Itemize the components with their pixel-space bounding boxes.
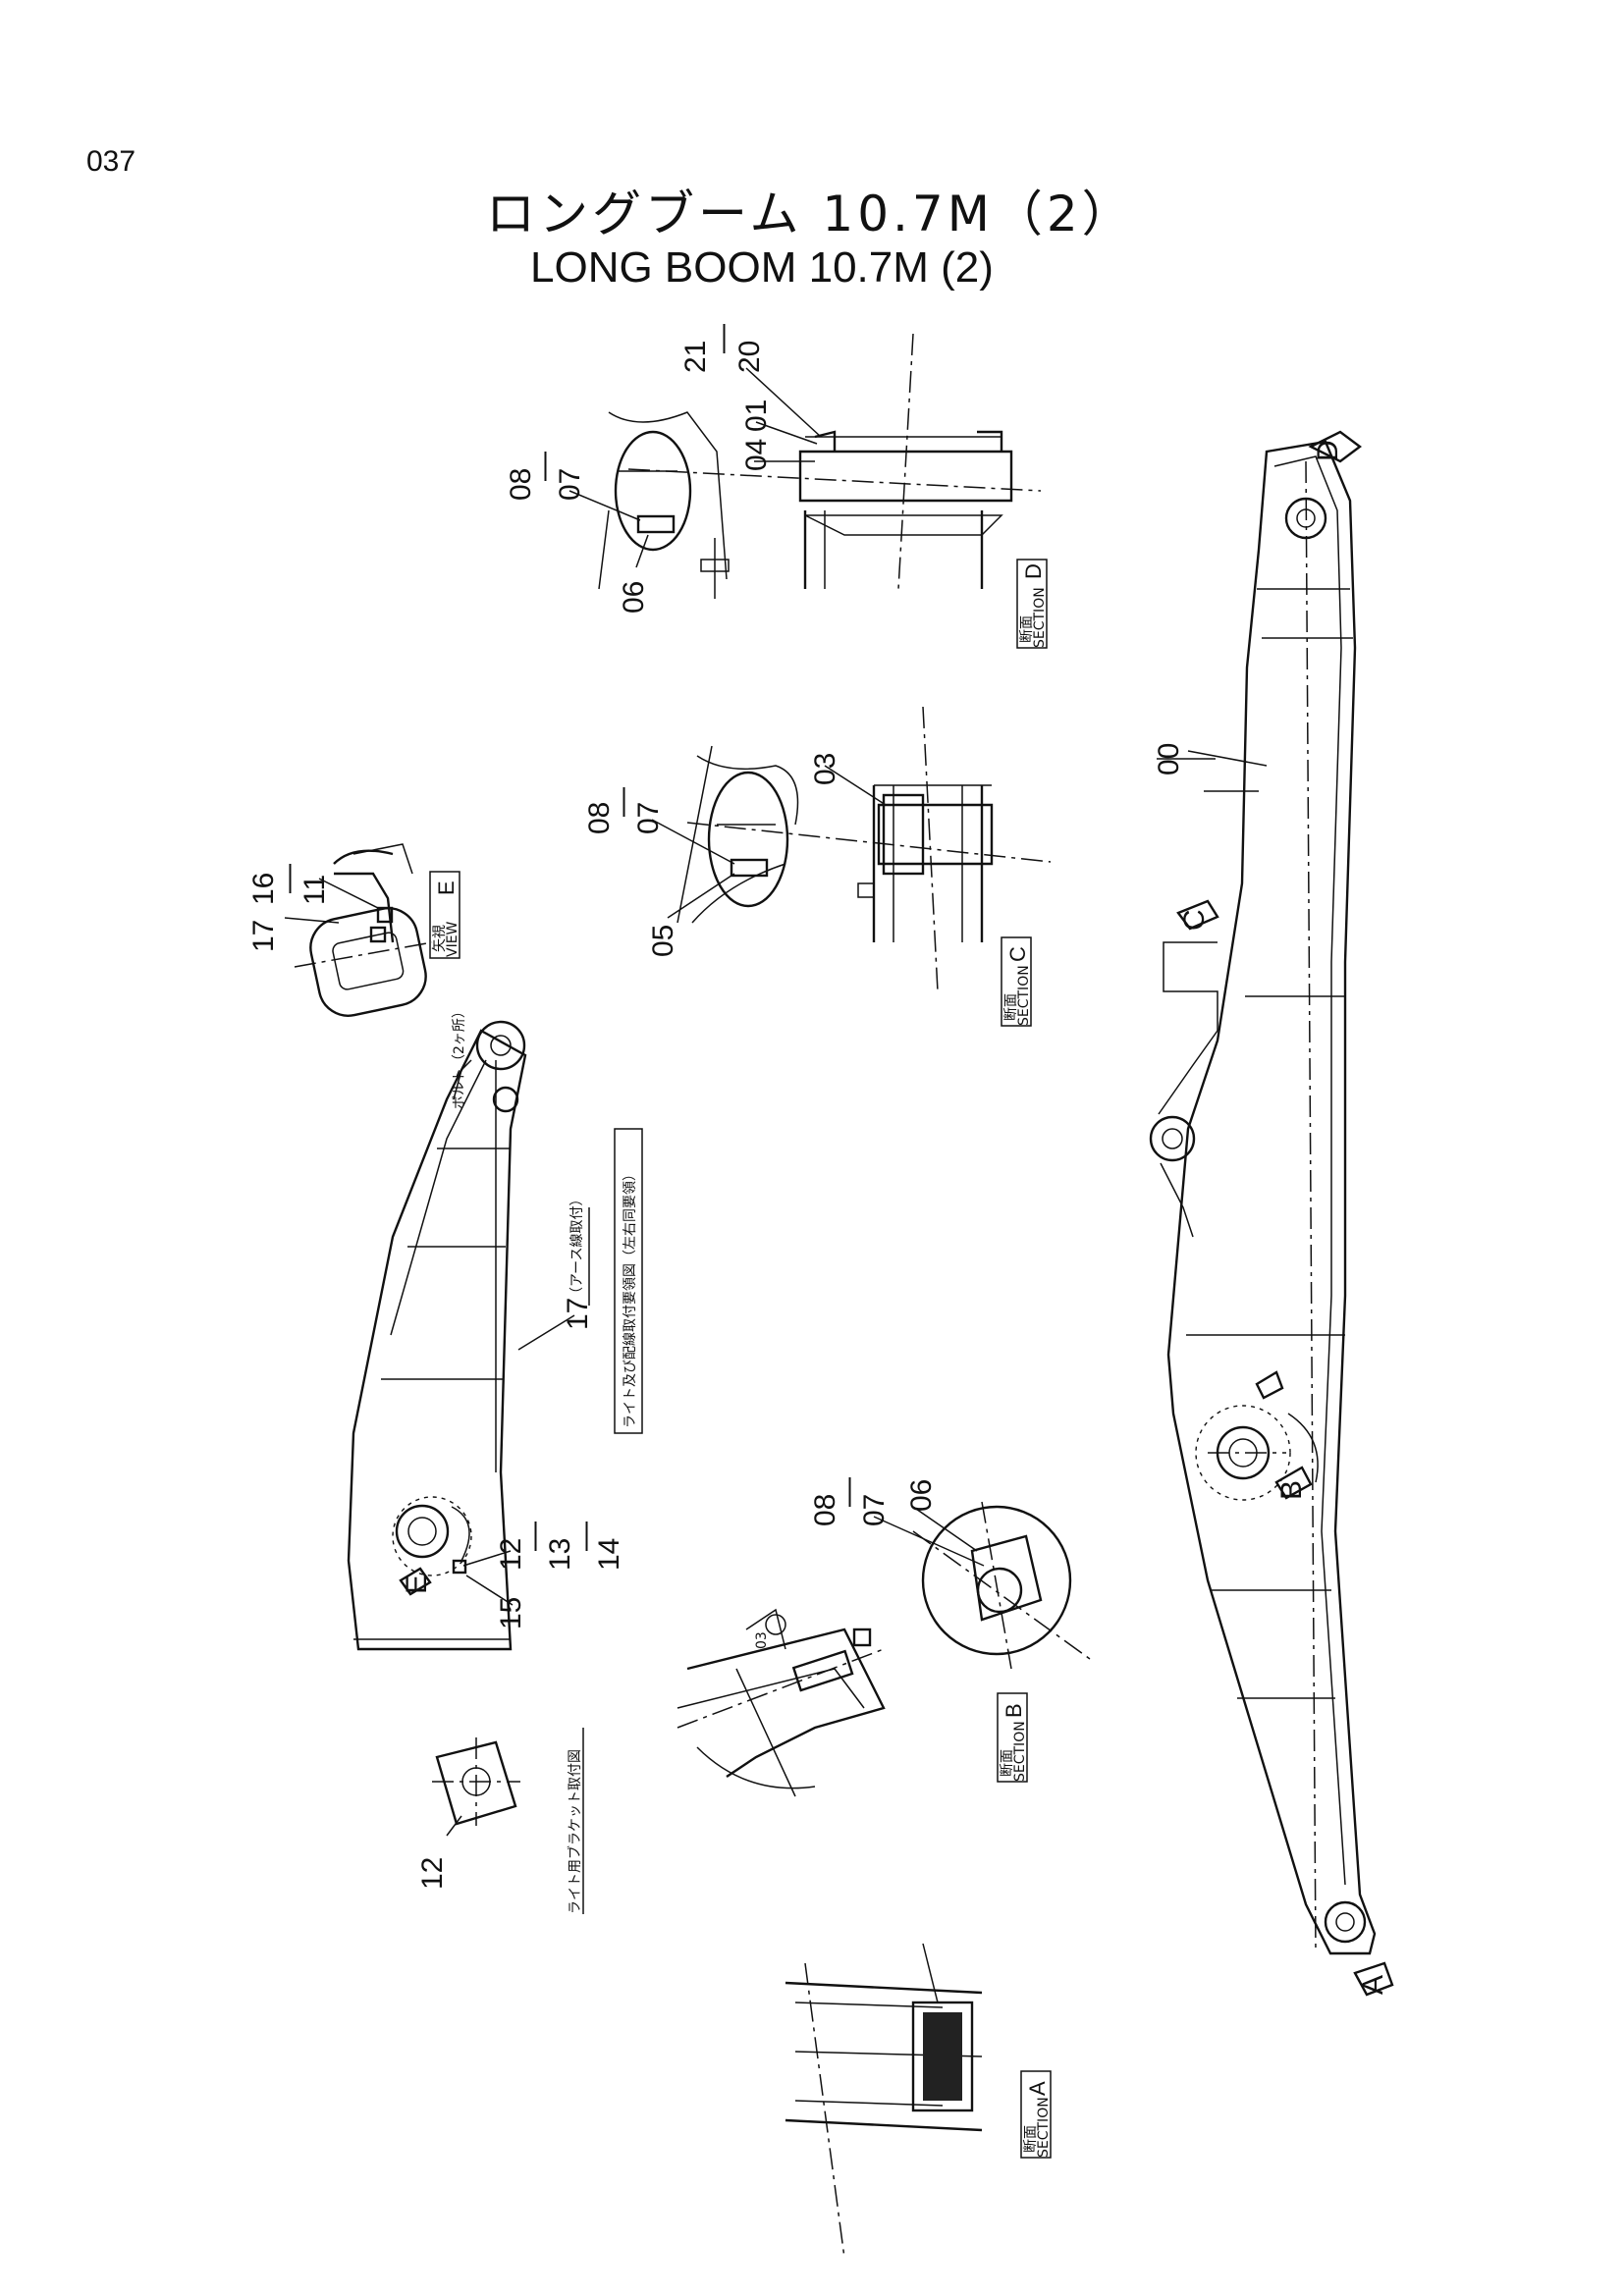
section-d-tag: 断面 SECTION D (1016, 559, 1048, 649)
dash-l1: — (517, 1522, 550, 1551)
section-d-kanji: 断面 (1019, 615, 1035, 643)
dash-d2: — (706, 324, 738, 353)
label-03-b: 03 (754, 1631, 770, 1649)
section-d-letter: D (1021, 563, 1046, 579)
label-20-d: 20 (733, 341, 766, 373)
label-08-d: 08 (505, 468, 537, 501)
callouts-left-boom: 17 （アース線取付） ボルト（2ヶ所） 12 — 13 — 14 15 E (401, 1004, 625, 1629)
callouts-section-c: 08 — 07 05 03 (583, 753, 887, 957)
main-boom (1149, 430, 1394, 1997)
section-c-drawing (677, 706, 1052, 992)
label-14-left: 14 (593, 1538, 625, 1571)
callouts-view-e: 17 16 — 11 (247, 864, 379, 952)
section-c-kanji: 断面 (1003, 993, 1019, 1021)
light-bracket-detail: 12 ライト用ブラケット取付図 (416, 1728, 584, 1914)
section-d-word: SECTION (1032, 587, 1048, 648)
view-e-letter: E (434, 881, 459, 895)
page-title-english: LONG BOOM 10.7M (2) (530, 243, 994, 292)
label-16-e: 16 (247, 873, 280, 905)
dash-e1: — (272, 864, 304, 893)
view-e-drawing (294, 843, 433, 1017)
section-b-kanji: 断面 (1000, 1749, 1015, 1777)
section-b-tag: 断面 SECTION B (997, 1692, 1028, 1783)
section-c-tag: 断面 SECTION C (1001, 936, 1032, 1027)
section-b-word: SECTION (1012, 1721, 1028, 1782)
left-boom-detail (347, 1020, 527, 1651)
label-05-c: 05 (647, 925, 679, 957)
note-bracket: ライト用ブラケット取付図 (567, 1749, 583, 1914)
note-bolt: ボルト（2ヶ所） (452, 1004, 467, 1109)
section-a-drawing (785, 1943, 983, 2259)
label-06-b: 06 (905, 1479, 938, 1512)
callout-00: 00 (1153, 743, 1268, 775)
view-e-kanji: 矢視 (432, 925, 448, 952)
label-07-c: 07 (632, 802, 665, 834)
section-a-letter: A (1025, 2081, 1050, 2096)
page-number: 037 (86, 145, 136, 178)
section-c-letter: C (1005, 946, 1030, 962)
label-08-c: 08 (583, 802, 616, 834)
view-e-tag: 矢視 VIEW E (429, 871, 460, 959)
label-04-d: 04 (740, 439, 773, 471)
section-a-tag: 断面 SECTION A (1020, 2070, 1052, 2159)
section-a-kanji: 断面 (1023, 2125, 1039, 2153)
dash-l2: — (568, 1522, 601, 1551)
callouts-section-b: 08 — 07 06 03 (754, 1477, 985, 1649)
section-b-letter: B (1001, 1703, 1026, 1718)
note-light-wiring-box: ライト及び配線取付要領図（左右同要領） (614, 1128, 643, 1434)
view-e-word: VIEW (445, 921, 460, 957)
arrow-e-letter: E (401, 1575, 433, 1594)
label-03-c: 03 (809, 753, 841, 785)
note-hose: （アース線取付） (569, 1193, 585, 1301)
page-title-japanese: ロングブーム 10.7M（2） (486, 186, 1135, 242)
label-13-left: 13 (544, 1538, 576, 1571)
label-08-b: 08 (809, 1494, 841, 1526)
section-b-drawing (677, 1501, 1091, 1797)
label-21-d: 21 (679, 341, 712, 373)
arrow-c-letter: C (1178, 909, 1211, 931)
section-c-word: SECTION (1016, 965, 1032, 1026)
label-11-e: 11 (298, 875, 331, 905)
section-d-drawing (598, 333, 1042, 599)
dash-c1: — (606, 787, 638, 817)
callouts-section-d: 08 — 07 06 04 01 21 — 20 (505, 324, 822, 614)
arrow-d-letter: D (1312, 440, 1344, 461)
label-17-e: 17 (247, 920, 280, 952)
note-light-wiring: ライト及び配線取付要領図（左右同要領） (622, 1167, 638, 1428)
label-12-bracket: 12 (416, 1857, 449, 1890)
dash-b1: — (832, 1477, 864, 1507)
arrow-a-letter: A (1357, 1975, 1389, 1995)
section-a-word: SECTION (1036, 2097, 1052, 2158)
label-00: 00 (1153, 743, 1185, 775)
label-15-left: 15 (495, 1597, 527, 1629)
arrow-b-letter: B (1275, 1480, 1308, 1500)
dash-d1: — (527, 452, 560, 481)
label-06-d: 06 (618, 581, 650, 614)
